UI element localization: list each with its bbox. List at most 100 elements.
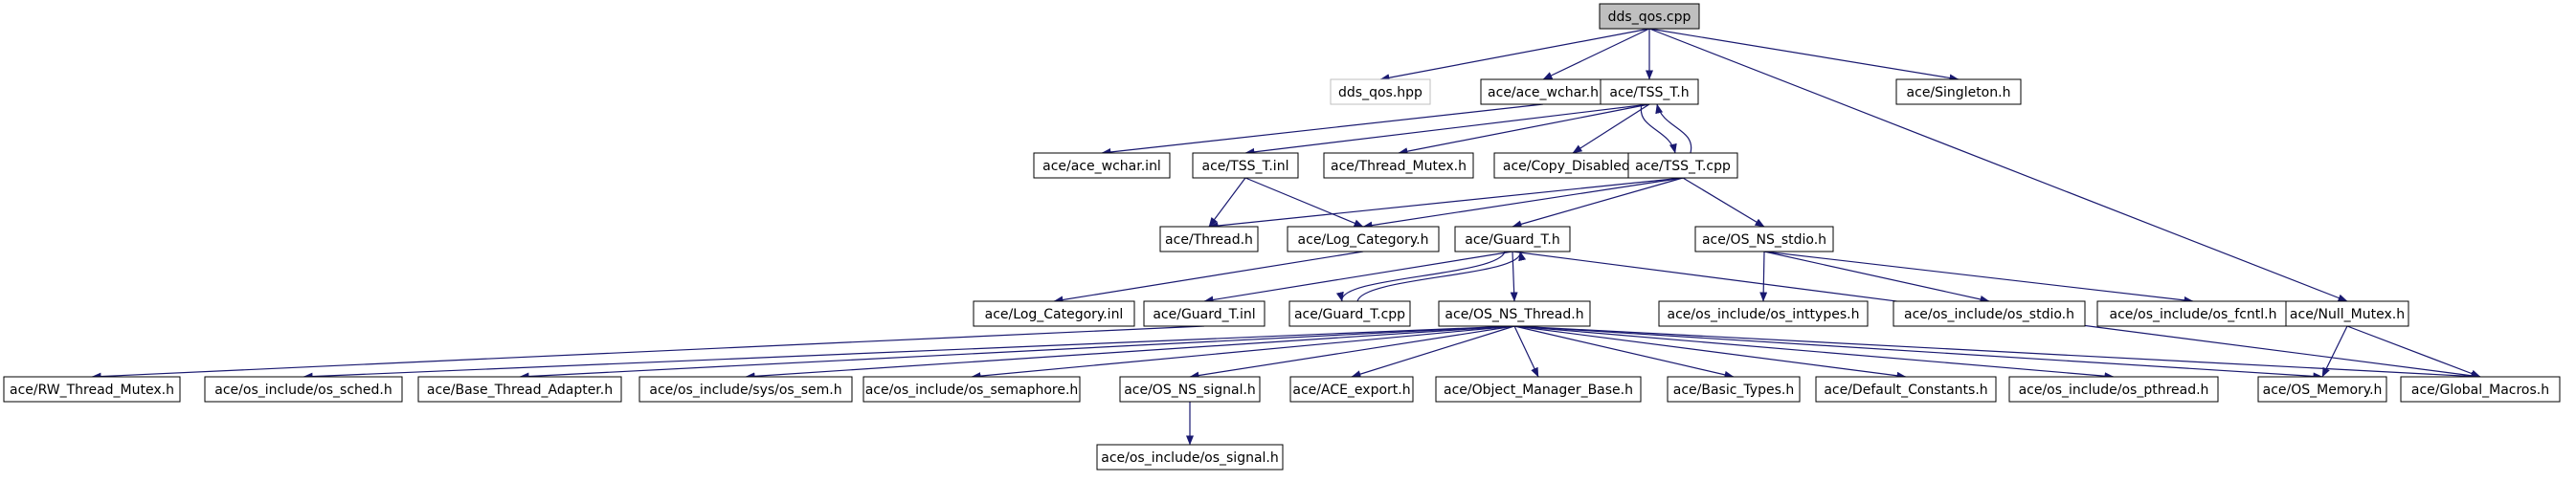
edge-tss_t_cpp-to-os_ns_stdio_h: [1682, 177, 1765, 228]
node-box: [2285, 300, 2409, 327]
node-os-ns-stdio-h[interactable]: ace/OS_NS_stdio.h: [1694, 226, 1834, 252]
node-label: ace/ace_wchar.h: [1488, 85, 1599, 100]
node-label: ace/RW_Thread_Mutex.h: [10, 383, 174, 398]
node-os-inttypes-h[interactable]: ace/os_include/os_inttypes.h: [1658, 300, 1869, 327]
node-thread-h[interactable]: ace/Thread.h: [1159, 226, 1259, 252]
edge-os_ns_thread_h-to-global_macros_h: [1513, 325, 2481, 381]
node-label: ace/os_include/os_pthread.h: [2019, 383, 2209, 398]
edge-os_ns_thread_h-to-os_pthread_h: [1513, 325, 2115, 381]
node-os-fcntl-h[interactable]: ace/os_include/os_fcntl.h: [2096, 300, 2290, 327]
node-label: ace/os_include/os_fcntl.h: [2110, 307, 2277, 322]
node-os-ns-signal-h[interactable]: ace/OS_NS_signal.h: [1119, 376, 1261, 403]
node-box: [1119, 376, 1261, 403]
node-global-macros-h[interactable]: ace/Global_Macros.h: [2400, 376, 2561, 403]
node-tss-t-cpp[interactable]: ace/TSS_T.cpp: [1627, 152, 1738, 179]
node-box: [1143, 300, 1266, 327]
node-box: [1289, 376, 1414, 403]
node-guard-t-h[interactable]: ace/Guard_T.h: [1454, 226, 1571, 252]
node-os-semaphore-h[interactable]: ace/os_include/os_semaphore.h: [862, 376, 1081, 403]
node-label: ace/TSS_T.inl: [1202, 159, 1289, 174]
node-label: ace/Null_Mutex.h: [2290, 307, 2405, 322]
node-box: [2400, 376, 2561, 403]
node-os-ns-thread-h[interactable]: ace/OS_NS_Thread.h: [1438, 300, 1591, 327]
node-box: [638, 376, 853, 403]
node-label: ace/Thread.h: [1165, 232, 1253, 248]
node-box: [1627, 152, 1738, 179]
node-label: ace/Guard_T.inl: [1153, 307, 1255, 322]
edge-tss_t_cpp-to-tss_t_h: [1655, 103, 1692, 154]
dependency-edges: [91, 28, 2481, 446]
edge-os_ns_thread_h-to-base_thread_adapter_h: [519, 325, 1515, 381]
node-log-category-inl[interactable]: ace/Log_Category.inl: [973, 300, 1135, 327]
node-null-mutex-h[interactable]: ace/Null_Mutex.h: [2285, 300, 2409, 327]
node-label: ace/Default_Constants.h: [1824, 383, 1987, 398]
node-os-memory-h[interactable]: ace/OS_Memory.h: [2257, 376, 2387, 403]
node-guard-t-cpp[interactable]: ace/Guard_T.cpp: [1288, 300, 1411, 327]
node-os-pthread-h[interactable]: ace/os_include/os_pthread.h: [2008, 376, 2219, 403]
edge-tss_t_inl-to-log_category_h: [1244, 177, 1364, 228]
node-ace-wchar-h[interactable]: ace/ace_wchar.h: [1480, 78, 1606, 105]
node-singleton-h[interactable]: ace/Singleton.h: [1895, 78, 2022, 105]
edge-root-to-null_mutex_h: [1648, 28, 2348, 302]
node-label: ace/Basic_Types.h: [1673, 383, 1794, 398]
edge-root-to-singleton_h: [1648, 28, 1960, 82]
node-label: dds_qos.cpp: [1608, 10, 1691, 25]
node-label: ace/Global_Macros.h: [2411, 383, 2549, 398]
node-log-category-h[interactable]: ace/Log_Category.h: [1287, 226, 1440, 252]
node-object-manager-base-h[interactable]: ace/Object_Manager_Base.h: [1435, 376, 1642, 403]
node-box: [2096, 300, 2290, 327]
node-ace-export-h[interactable]: ace/ACE_export.h: [1289, 376, 1414, 403]
node-box: [1287, 226, 1440, 252]
node-label: ace/Copy_Disabled.h: [1503, 159, 1643, 174]
node-box: [1330, 78, 1431, 105]
node-label: ace/Object_Manager_Base.h: [1444, 383, 1633, 398]
node-box: [204, 376, 403, 403]
node-thread-mutex-h[interactable]: ace/Thread_Mutex.h: [1323, 152, 1474, 179]
node-os-signal-h[interactable]: ace/os_include/os_signal.h: [1096, 444, 1284, 471]
node-copy-disabled-h[interactable]: ace/Copy_Disabled.h: [1493, 152, 1652, 179]
edge-tss_t_h-to-tss_t_cpp: [1640, 103, 1677, 154]
edge-guard_t_inl-to-rw_thread_mutex_h: [91, 325, 1205, 381]
edge-tss_t_cpp-to-log_category_h: [1362, 177, 1684, 230]
node-base-thread-adapter-h[interactable]: ace/Base_Thread_Adapter.h: [417, 376, 622, 403]
node-tss-t-inl[interactable]: ace/TSS_T.inl: [1192, 152, 1299, 179]
node-root[interactable]: dds_qos.cpp: [1599, 3, 1700, 30]
node-box: [1600, 78, 1699, 105]
edge-tss_t_h-to-tss_t_inl: [1244, 103, 1650, 156]
node-box: [973, 300, 1135, 327]
node-box: [1435, 376, 1642, 403]
node-box: [1667, 376, 1801, 403]
node-os-sched-h[interactable]: ace/os_include/os_sched.h: [204, 376, 403, 403]
edge-tss_t_inl-to-thread_h: [1208, 177, 1246, 228]
node-basic-types-h[interactable]: ace/Basic_Types.h: [1667, 376, 1801, 403]
node-label: ace/OS_NS_Thread.h: [1445, 307, 1583, 322]
node-default-constants-h[interactable]: ace/Default_Constants.h: [1815, 376, 1997, 403]
edge-os_ns_thread_h-to-sys_os_sem_h: [745, 325, 1515, 381]
node-os-stdio-h[interactable]: ace/os_include/os_stdio.h: [1893, 300, 2086, 327]
node-guard-t-inl[interactable]: ace/Guard_T.inl: [1143, 300, 1266, 327]
node-label: ace/Singleton.h: [1907, 85, 2011, 100]
node-box: [1893, 300, 2086, 327]
node-label: ace/OS_NS_signal.h: [1124, 383, 1256, 398]
node-label: ace/Thread_Mutex.h: [1331, 159, 1467, 174]
edge-os_ns_thread_h-to-os_semaphore_h: [971, 325, 1515, 381]
edge-tss_t_h-to-thread_mutex_h: [1398, 103, 1650, 156]
node-label: ace/os_include/os_signal.h: [1101, 450, 1279, 466]
node-label: ace/Guard_T.cpp: [1294, 307, 1405, 322]
edge-os_ns_stdio_h-to-os_stdio_h: [1763, 251, 1990, 303]
node-box: [1895, 78, 2022, 105]
edge-guard_t_h-to-guard_t_inl: [1203, 251, 1513, 304]
node-rw-thread-mutex-h[interactable]: ace/RW_Thread_Mutex.h: [3, 376, 181, 403]
node-sys-os-sem-h[interactable]: ace/os_include/sys/os_sem.h: [638, 376, 853, 403]
node-label: ace/Guard_T.h: [1465, 232, 1560, 248]
node-ace-wchar-inl[interactable]: ace/ace_wchar.inl: [1033, 152, 1171, 179]
node-label: ace/os_include/os_stdio.h: [1904, 307, 2074, 322]
node-dds-qos-hpp[interactable]: dds_qos.hpp: [1330, 78, 1431, 105]
node-tss-t-h[interactable]: ace/TSS_T.h: [1600, 78, 1699, 105]
node-box: [1323, 152, 1474, 179]
node-box: [1438, 300, 1591, 327]
node-box: [1454, 226, 1571, 252]
node-box: [1096, 444, 1284, 471]
edge-null_mutex_h-to-global_macros_h: [2346, 325, 2481, 378]
